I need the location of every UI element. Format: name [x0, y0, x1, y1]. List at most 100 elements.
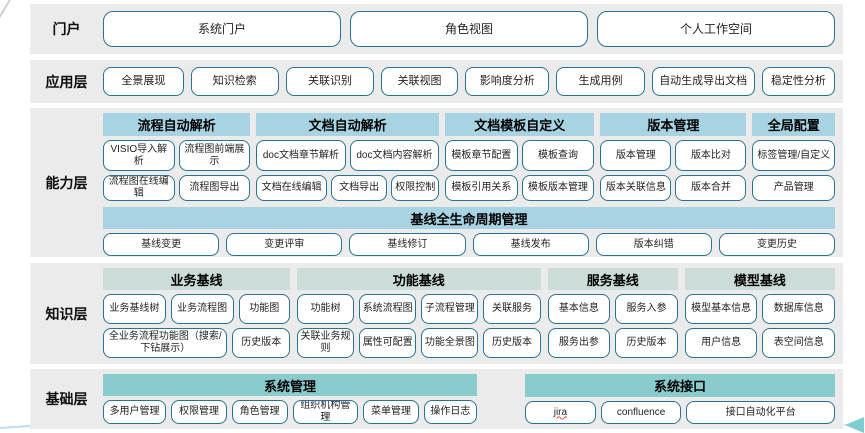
- group-header: 系统管理: [103, 374, 477, 396]
- group-header: 模型基线: [684, 268, 835, 290]
- node[interactable]: 模板版本管理: [521, 175, 595, 201]
- knowledge-content: 业务基线 业务基线树 业务流程图 功能图 全业务流程功能图（搜索/下钻展示） 历…: [103, 263, 843, 364]
- layer-label-knowledge: 知识层: [45, 305, 88, 322]
- node[interactable]: 生成用例: [556, 67, 645, 96]
- node[interactable]: 历史版本: [615, 328, 678, 358]
- group-header: 文档自动解析: [256, 113, 440, 136]
- node[interactable]: 操作日志: [423, 400, 478, 424]
- node[interactable]: 权限管理: [171, 400, 227, 424]
- node[interactable]: 模型基本信息: [684, 294, 758, 324]
- layer-knowledge: 知识层 业务基线 业务基线树 业务流程图 功能图 全业务流程功能图（搜索/下钻展…: [30, 263, 843, 364]
- group-header: 功能基线: [296, 268, 541, 290]
- node[interactable]: 组织机构管理: [292, 400, 359, 424]
- group-global-config: 全局配置 标签管理/自定义 产品管理: [752, 113, 835, 201]
- node[interactable]: 历史版本: [232, 328, 290, 358]
- node[interactable]: 系统门户: [103, 11, 341, 47]
- group-function-baseline: 功能基线 功能树 系统流程图 子流程管理 关联服务 关联业务规则 属性可配置 功…: [296, 268, 541, 359]
- node[interactable]: 属性可配置: [359, 328, 417, 358]
- node[interactable]: 基线变更: [103, 233, 220, 256]
- group-doc-template-custom: 文档模板自定义 模板章节配置 模板查询 模板引用关系 模板版本管理: [445, 113, 595, 201]
- node[interactable]: 权限控制: [391, 175, 440, 201]
- node[interactable]: 子流程管理: [421, 294, 479, 324]
- node[interactable]: 标签管理/自定义: [752, 140, 835, 171]
- node[interactable]: 功能图: [238, 294, 290, 324]
- node[interactable]: doc文档章节解析: [256, 140, 346, 171]
- node[interactable]: 基线修订: [349, 233, 466, 256]
- node[interactable]: 知识检索: [190, 67, 279, 96]
- foundation-content: 系统管理 多用户管理 权限管理 角色管理 组织机构管理 菜单管理 操作日志 系统…: [103, 369, 843, 429]
- group-header: 业务基线: [103, 268, 290, 290]
- node[interactable]: 稳定性分析: [761, 67, 835, 96]
- node[interactable]: 业务基线树: [103, 294, 166, 324]
- layer-label-portal: 门户: [52, 21, 81, 37]
- node[interactable]: 全业务流程功能图（搜索/下钻展示）: [103, 328, 228, 358]
- node[interactable]: 系统流程图: [359, 294, 417, 324]
- node[interactable]: 接口自动化平台: [686, 401, 835, 424]
- node[interactable]: 影响度分析: [465, 67, 550, 96]
- corner-diagonal-line: [0, 0, 11, 19]
- layer-foundation: 基础层 系统管理 多用户管理 权限管理 角色管理 组织机构管理 菜单管理 操作日…: [30, 369, 843, 429]
- node[interactable]: 版本关联信息: [600, 175, 672, 201]
- node[interactable]: 功能树: [296, 294, 355, 324]
- node[interactable]: 版本管理: [600, 140, 672, 171]
- node[interactable]: 版本纠错: [595, 233, 712, 256]
- baseline-row: 基线变更 变更评审 基线修订 基线发布 版本纠错 变更历史: [103, 233, 836, 256]
- group-service-baseline: 服务基线 基本信息 服务入参 服务出参 历史版本: [547, 268, 678, 359]
- node[interactable]: 产品管理: [752, 175, 835, 201]
- node[interactable]: 变更历史: [718, 233, 836, 256]
- group-business-baseline: 业务基线 业务基线树 业务流程图 功能图 全业务流程功能图（搜索/下钻展示） 历…: [103, 268, 290, 359]
- node[interactable]: 服务入参: [615, 294, 678, 324]
- group-version-management: 版本管理 版本管理 版本比对 版本关联信息 版本合并: [600, 113, 747, 201]
- node[interactable]: 关联识别: [285, 67, 375, 96]
- group-header: 服务基线: [547, 268, 678, 290]
- node[interactable]: 变更评审: [226, 233, 343, 256]
- node[interactable]: 历史版本: [483, 328, 541, 358]
- node[interactable]: 个人工作空间: [597, 11, 835, 47]
- node[interactable]: 全景展现: [103, 67, 184, 96]
- node[interactable]: 文档在线编辑: [256, 175, 328, 201]
- group-header: 流程自动解析: [103, 113, 251, 136]
- node[interactable]: 版本合并: [675, 175, 747, 201]
- jira-label: jira: [553, 406, 568, 418]
- group-process-auto-parse: 流程自动解析 VISIO导入解析 流程图前端展示 流程图在线编辑 流程图导出: [103, 113, 251, 201]
- node[interactable]: 数据库信息: [762, 294, 835, 324]
- node[interactable]: 多用户管理: [103, 400, 167, 424]
- node[interactable]: 自动生成导出文档: [651, 67, 755, 96]
- capability-groups: 流程自动解析 VISIO导入解析 流程图前端展示 流程图在线编辑 流程图导出 文…: [103, 113, 835, 201]
- node[interactable]: 业务流程图: [170, 294, 234, 324]
- node[interactable]: 角色视图: [350, 11, 588, 47]
- node[interactable]: 角色管理: [231, 400, 288, 424]
- layer-label-capability: 能力层: [45, 174, 88, 191]
- node[interactable]: 模板章节配置: [445, 140, 518, 171]
- node[interactable]: 流程图前端展示: [178, 140, 251, 171]
- node[interactable]: 关联视图: [381, 67, 459, 96]
- group-header: 系统接口: [525, 374, 835, 398]
- node[interactable]: 功能全景图: [421, 328, 479, 358]
- node[interactable]: 基本信息: [547, 294, 611, 324]
- group-header: 版本管理: [600, 113, 747, 136]
- layer-label-foundation: 基础层: [45, 391, 88, 407]
- node[interactable]: VISIO导入解析: [103, 140, 175, 171]
- portal-content: 系统门户 角色视图 个人工作空间: [103, 4, 843, 54]
- layer-application: 应用层 全景展现 知识检索 关联识别 关联视图 影响度分析 生成用例 自动生成导…: [30, 60, 843, 103]
- node[interactable]: 菜单管理: [363, 400, 419, 424]
- application-content: 全景展现 知识检索 关联识别 关联视图 影响度分析 生成用例 自动生成导出文档 …: [103, 60, 843, 103]
- node[interactable]: 模板查询: [521, 140, 595, 171]
- node[interactable]: 服务出参: [547, 328, 611, 358]
- group-baseline-lifecycle-header: 基线全生命周期管理: [103, 207, 835, 229]
- node[interactable]: 关联服务: [483, 294, 541, 324]
- node[interactable]: 用户信息: [684, 328, 758, 358]
- node[interactable]: 模板引用关系: [445, 175, 518, 201]
- node[interactable]: confluence: [600, 401, 682, 424]
- node[interactable]: 基线发布: [472, 233, 589, 256]
- node[interactable]: 版本比对: [675, 140, 747, 171]
- node[interactable]: 关联业务规则: [296, 328, 355, 358]
- node[interactable]: doc文档内容解析: [349, 140, 440, 171]
- node-jira[interactable]: jira: [525, 401, 596, 424]
- node[interactable]: 表空间信息: [762, 328, 835, 358]
- node[interactable]: 文档导出: [331, 175, 388, 201]
- left-arrow-icon: [845, 417, 864, 433]
- node[interactable]: 流程图在线编辑: [103, 175, 175, 201]
- node[interactable]: 流程图导出: [178, 175, 251, 201]
